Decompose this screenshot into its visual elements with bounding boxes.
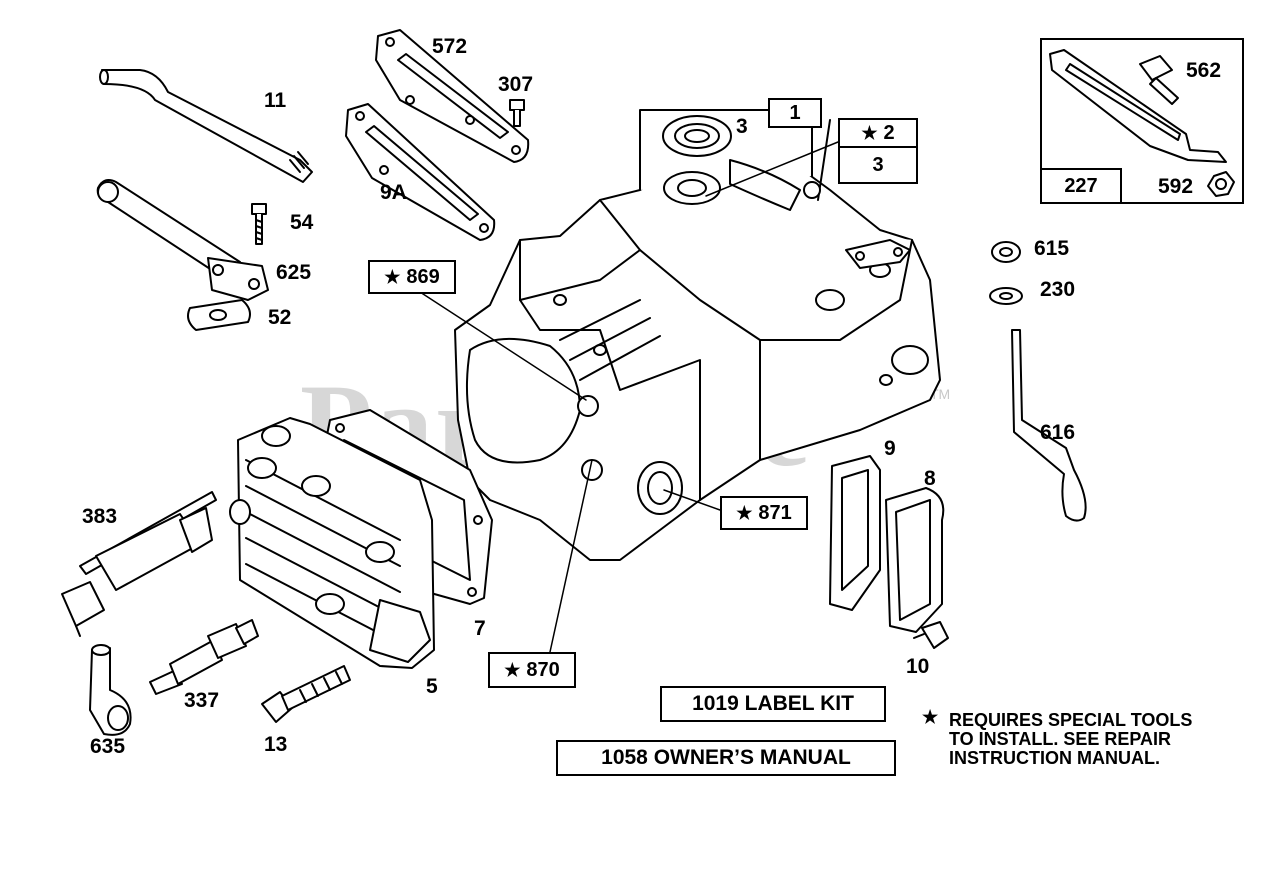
part-572-cover[interactable] [375,29,530,163]
part-label-13: 13 [264,733,288,756]
part-52-gasket[interactable] [187,299,251,331]
part-11-dipstick-tube[interactable] [99,69,313,183]
ref-box-870-text: 870 [526,659,560,681]
part-label-3: 3 [736,115,748,138]
part-635-boot[interactable] [89,644,132,736]
part-13-bolt[interactable] [261,665,351,723]
part-label-54: 54 [290,211,314,234]
part-label-230: 230 [1040,278,1076,301]
star-icon: ★ [922,707,939,727]
ref-box-3-text: 3 [872,154,884,176]
part-label-9: 9 [884,437,896,460]
part-230-washer[interactable] [989,287,1023,305]
star-icon: ★ [504,660,521,680]
part-label-572: 572 [432,35,468,58]
part-label-7: 7 [474,617,486,640]
part-616-governor-lever[interactable] [1011,329,1087,522]
part-label-616: 616 [1040,421,1076,444]
part-label-562: 562 [1186,59,1222,82]
part-9-gasket[interactable] [829,455,881,611]
part-label-625: 625 [276,261,312,284]
ref-box-869: ★ 869 [368,260,456,294]
part-label-307: 307 [498,73,534,96]
note-line-1: REQUIRES SPECIAL TOOLS [949,710,1193,730]
part-615-retainer[interactable] [991,241,1021,263]
part-label-592: 592 [1158,175,1194,198]
part-cylinder-block[interactable] [454,109,941,561]
ref-box-870: ★ 870 [488,652,576,688]
part-label-337: 337 [184,689,220,712]
star-icon: ★ [861,123,878,143]
owners-manual-text: 1058 OWNER’S MANUAL [601,746,851,769]
part-label-615: 615 [1034,237,1070,260]
owners-manual-box: 1058 OWNER’S MANUAL [556,740,896,776]
label-kit-text: 1019 LABEL KIT [692,692,854,715]
part-8-breather-cover[interactable] [885,487,945,633]
part-9a-gasket[interactable] [345,103,496,241]
ref-box-227: 227 [1040,168,1122,204]
part-592-nut[interactable] [1207,171,1235,197]
label-kit-box: 1019 LABEL KIT [660,686,886,722]
part-label-9a: 9A [380,181,407,204]
part-307-screw[interactable] [509,99,525,127]
callout-lines [419,141,839,653]
part-227-bracket[interactable] [1049,49,1227,163]
ref-box-871-text: 871 [758,502,792,524]
note-line-3: INSTRUCTION MANUAL. [949,748,1160,768]
part-337-spark-plug[interactable] [149,619,259,695]
ref-box-869-text: 869 [406,266,440,288]
star-icon: ★ [736,503,753,523]
note-line-2: TO INSTALL. SEE REPAIR [949,729,1172,749]
ref-box-871: ★ 871 [720,496,808,530]
part-625-tube-bracket[interactable] [96,179,269,301]
kit-227-frame [1040,38,1244,204]
star-icon: ★ [384,267,401,287]
part-label-10: 10 [906,655,930,678]
ref-box-2: ★ 2 [838,118,918,148]
ref-box-3: 3 [838,146,918,184]
part-label-11: 11 [264,89,287,112]
part-54-screw[interactable] [251,203,267,245]
part-383-plug-wrench[interactable] [61,491,217,637]
ref-box-2-text: 2 [883,122,895,144]
part-562-bolt[interactable] [1139,55,1179,105]
part-label-383: 383 [82,505,118,528]
part-label-635: 635 [90,735,126,758]
part-10-screw[interactable] [913,621,949,649]
ref-box-1: 1 [768,98,822,128]
part-5-cylinder-head[interactable] [229,417,435,669]
part-label-8: 8 [924,467,936,490]
ref-box-227-text: 227 [1064,175,1098,197]
part-label-5: 5 [426,675,438,698]
part-3-oil-seal[interactable] [662,115,732,157]
part-label-52: 52 [268,306,292,329]
ref-box-1-text: 1 [789,102,801,124]
